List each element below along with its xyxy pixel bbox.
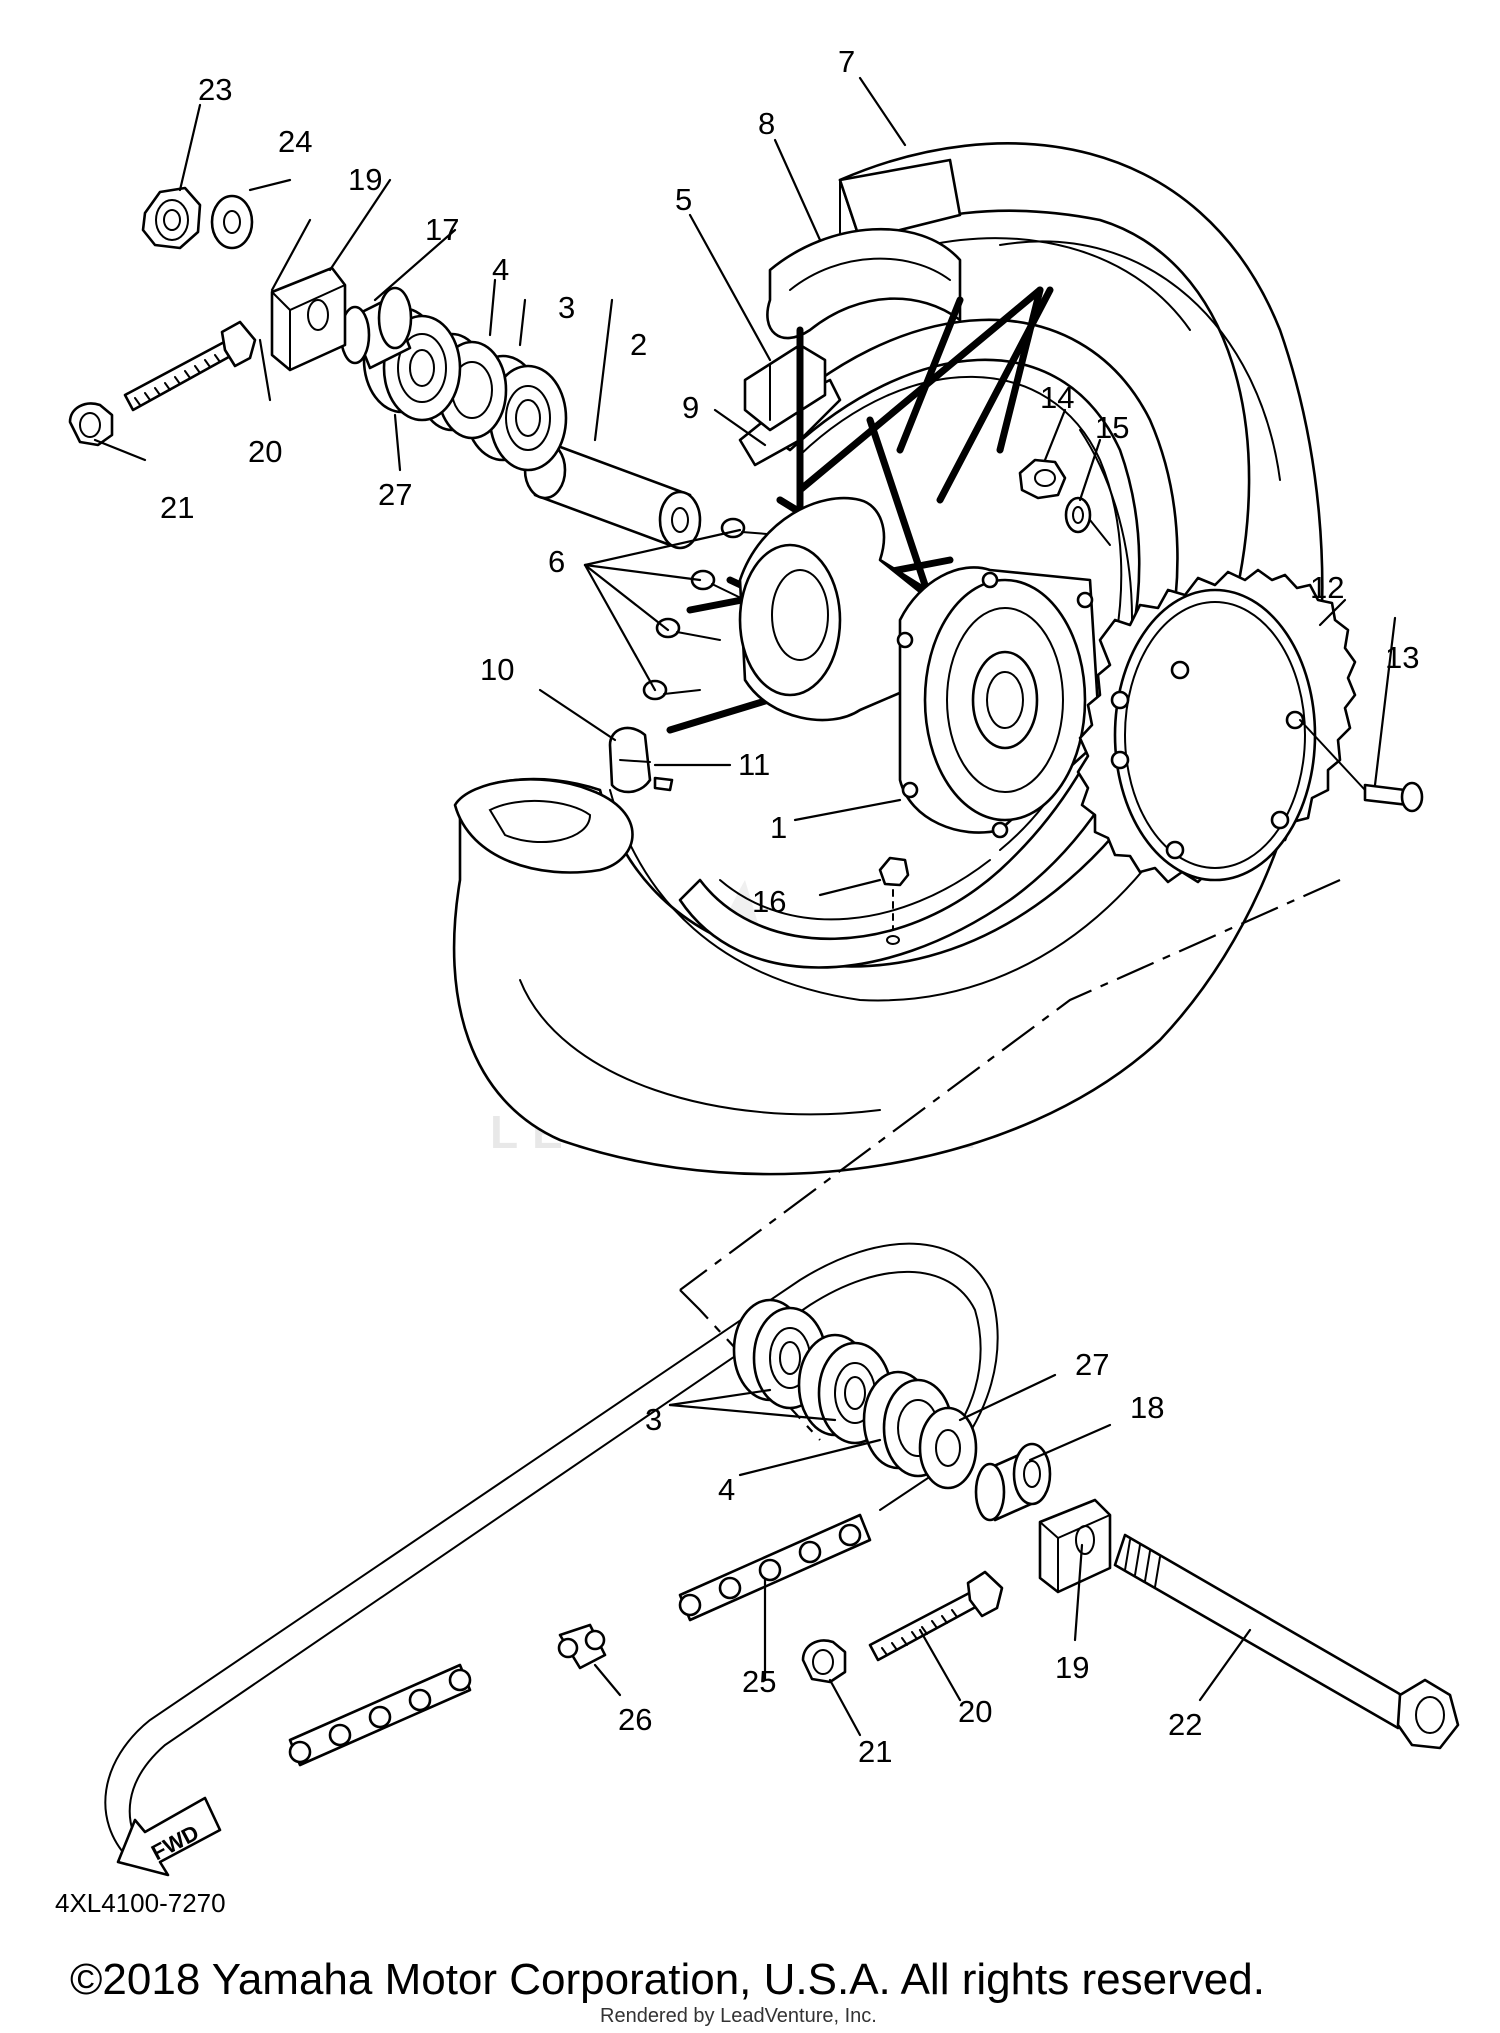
flange-nut-upper [68,402,114,447]
diagram-code: 4XL4100-7270 [55,1888,226,1918]
tire-cut-section [453,778,634,874]
chain-adjuster-left [270,266,347,372]
callout-11: 11 [738,747,770,782]
sprocket-nut [1018,458,1067,500]
callout-7: 7 [838,44,855,79]
drive-chain-loop [104,1242,999,1861]
chain-adjuster-right [1038,1498,1112,1594]
callout-6: 6 [548,544,565,579]
callout-25: 25 [742,1664,776,1699]
callout-16: 16 [752,884,786,919]
callout-18: 18 [1130,1390,1164,1425]
callout-labels: 7 8 5 9 2 3 4 17 19 24 23 20 21 27 6 10 … [160,44,1419,1769]
leader-lines [93,76,1397,1737]
collar-right [974,1442,1052,1522]
nut-upper [141,186,202,250]
callout-20-lower: 20 [958,1694,992,1729]
callout-3-lower: 3 [645,1402,662,1437]
callout-1: 1 [770,810,787,845]
tube [766,227,962,340]
callout-13: 13 [1385,640,1419,675]
callout-21-upper: 21 [160,490,194,525]
hub [738,496,1104,839]
rendered-by-notice: Rendered by LeadVenture, Inc. [600,2005,877,2027]
callout-4-upper: 4 [492,252,509,287]
callout-8: 8 [758,106,775,141]
chain-segment-left [288,1663,472,1767]
callout-5: 5 [675,182,692,217]
sprocket-bolt [1299,719,1424,813]
callout-14: 14 [1040,380,1074,415]
callout-21-lower: 21 [858,1734,892,1769]
callout-3-upper: 3 [558,290,575,325]
sprocket-washer [1064,496,1111,546]
callout-23: 23 [198,72,232,107]
callout-22: 22 [1168,1707,1202,1742]
adjuster-bolt-lower [868,1570,1004,1662]
rear-axle [1113,1533,1460,1750]
adjuster-bolt-upper [123,320,257,412]
callout-27-lower: 27 [1075,1347,1109,1382]
bearing-lower-1 [732,1298,828,1410]
tire [452,142,1324,1176]
sprocket [1076,568,1357,884]
bearing-lower-3 [918,1406,978,1490]
copyright-notice: ©2018 Yamaha Motor Corporation, U.S.A. A… [70,1955,1265,2004]
callout-15: 15 [1095,410,1129,445]
callout-24: 24 [278,124,312,159]
callout-10: 10 [480,652,514,687]
callout-4-lower: 4 [718,1472,735,1507]
fwd-arrow: FWD [116,1796,222,1877]
callout-9: 9 [682,390,699,425]
chain-segment-right [678,1513,872,1622]
collar-left [339,286,413,370]
balancer [608,726,674,794]
assembly-line-upper [679,878,1341,1291]
oil-seal-lower [862,1370,954,1478]
callout-19-lower: 19 [1055,1650,1089,1685]
washer-upper [210,194,254,250]
callout-26: 26 [618,1702,652,1737]
callout-19-upper: 19 [348,162,382,197]
chain-joint [557,1623,607,1670]
tire-valve [878,856,910,945]
callout-17: 17 [425,212,459,247]
flange-nut-lower [801,1639,847,1684]
callout-20-upper: 20 [248,434,282,469]
callout-12: 12 [1310,570,1344,605]
callout-2: 2 [630,327,647,362]
callout-27-upper: 27 [378,477,412,512]
